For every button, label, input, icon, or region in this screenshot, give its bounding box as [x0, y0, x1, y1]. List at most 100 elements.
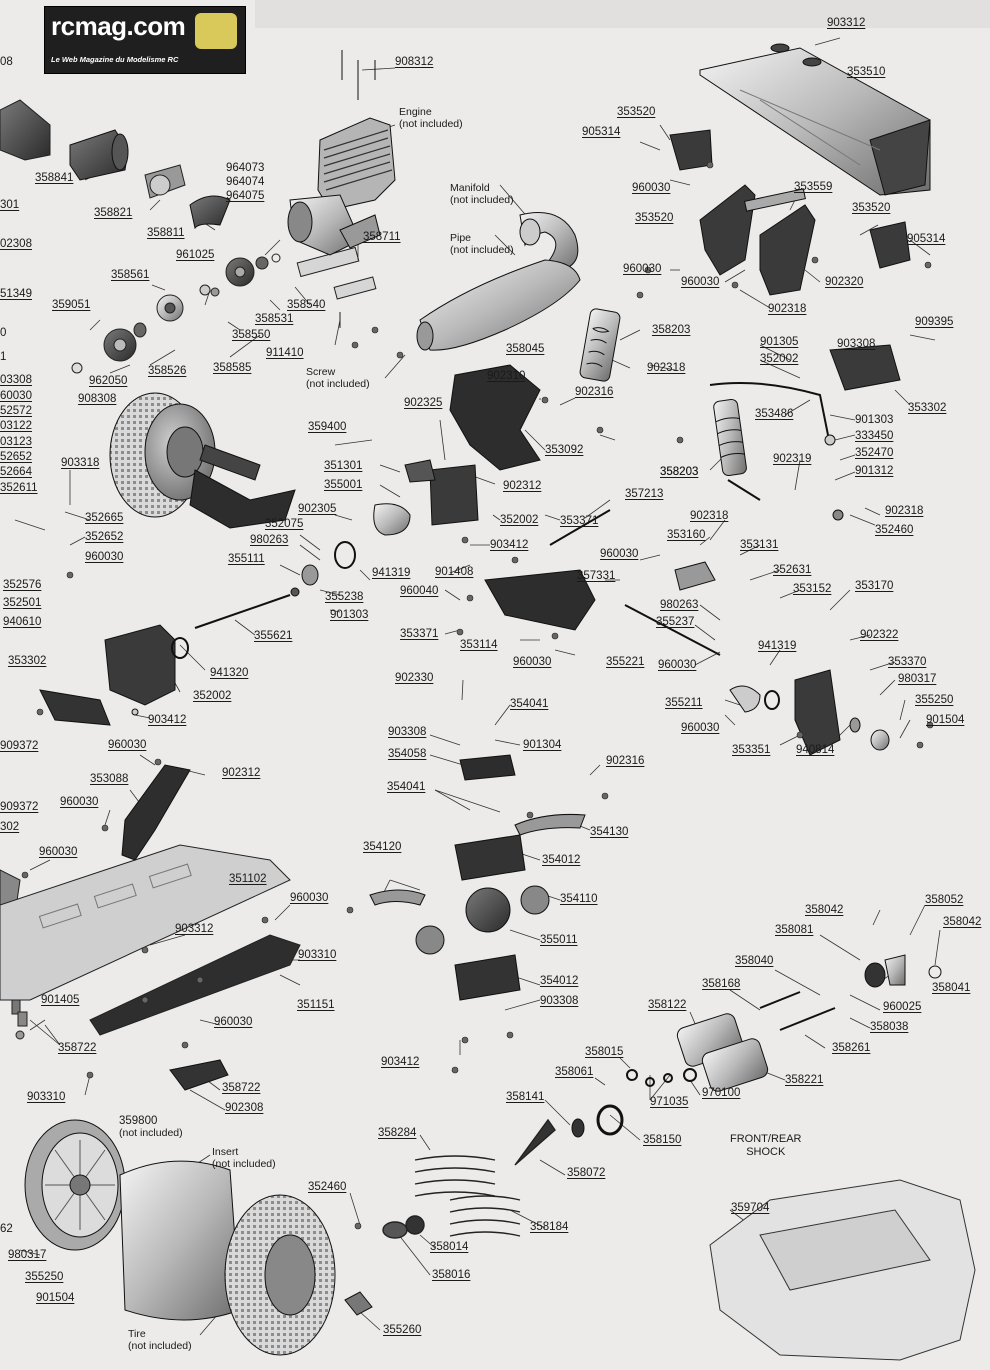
part-label: 903308 [540, 995, 579, 1007]
part-label: 352652 [85, 531, 124, 543]
edge-label: 355250 [25, 1271, 64, 1283]
springs [382, 1118, 556, 1239]
edge-label: 60030 [0, 390, 32, 402]
part-label: 357331 [577, 570, 616, 582]
part-label: 903312 [175, 923, 214, 935]
part-label: 352470 [855, 447, 894, 459]
part-label: 358203 [652, 324, 691, 336]
part-label: 351102 [229, 873, 267, 885]
edge-label: 51349 [0, 288, 32, 300]
part-label: 358284 [378, 1127, 417, 1139]
small-hardware [21, 161, 934, 1230]
part-label: 358045 [506, 343, 545, 355]
part-label: 358261 [832, 1042, 871, 1054]
part-label: 358081 [775, 924, 814, 936]
part-label: 960030 [39, 846, 78, 858]
part-label: 902316 [575, 386, 614, 398]
wheel-note: 359800(not included) [119, 1115, 183, 1139]
part-label: 901408 [435, 566, 474, 578]
part-label: 901305 [760, 336, 799, 348]
part-label: 970100 [702, 1087, 741, 1099]
part-label: 960030 [108, 739, 147, 751]
part-label: 960030 [214, 1016, 253, 1028]
logo-car-icon [195, 13, 237, 49]
rcmag-logo[interactable]: rcmag.com Le Web Magazine du Modelisme R… [44, 6, 246, 74]
part-label: 358038 [870, 1021, 909, 1033]
part-label: 960030 [658, 659, 697, 671]
part-label: 902318 [690, 510, 729, 522]
part-label: 353371 [400, 628, 439, 640]
part-label: 359051 [52, 299, 91, 311]
engine-illustration [287, 50, 396, 256]
chassis-plate [0, 844, 301, 1036]
edge-label: 03122 [0, 420, 32, 432]
part-label: 902319 [773, 453, 812, 465]
part-label: 902318 [885, 505, 924, 517]
part-label: 351151 [297, 999, 335, 1011]
rear-wheel-assembly [24, 1119, 373, 1356]
screw-note: Screw(not included) [306, 366, 370, 390]
part-label: 961025 [176, 249, 215, 261]
shock-parts-exploded [571, 954, 942, 1138]
part-label: 960030 [632, 182, 671, 194]
body-shell [709, 1179, 976, 1361]
part-label: 960030 [600, 548, 639, 560]
part-label: 355621 [254, 630, 293, 642]
part-label: 901304 [523, 739, 562, 751]
part-label: 905314 [582, 126, 621, 138]
logo-tagline: Le Web Magazine du Modelisme RC [51, 55, 179, 64]
part-label: 357213 [625, 488, 664, 500]
part-label: 358040 [735, 955, 774, 967]
part-label: 353170 [855, 580, 894, 592]
part-label: 960030 [85, 551, 124, 563]
part-label: 908308 [78, 393, 117, 405]
part-label: 355238 [325, 591, 364, 603]
part-label: 901303 [855, 414, 894, 426]
edge-label: 352576 [3, 579, 42, 591]
air-filter-parts [69, 129, 231, 230]
edge-label: 62 [0, 1223, 13, 1235]
part-label: 358722 [58, 1042, 97, 1054]
part-label: 355260 [383, 1324, 422, 1336]
part-label: 903310 [298, 949, 337, 961]
engine-note: Engine(not included) [399, 106, 463, 130]
edge-label: 1 [0, 351, 7, 363]
edge-label: 301 [0, 199, 20, 211]
part-label: 964073 [226, 162, 265, 174]
part-label: 358540 [287, 299, 326, 311]
part-label: 903310 [27, 1091, 66, 1103]
edge-label: 352611 [0, 482, 38, 494]
part-label: 902305 [298, 503, 337, 515]
part-label: 911410 [266, 347, 304, 359]
part-label: 903308 [837, 338, 876, 350]
part-label: 980263 [250, 534, 289, 546]
part-label: 908312 [395, 56, 434, 68]
part-label: 352002 [760, 353, 799, 365]
part-label: 964074 [226, 176, 265, 188]
part-label: 980263 [660, 599, 699, 611]
part-label: 352665 [85, 512, 124, 524]
part-label: 359400 [308, 421, 347, 433]
edge-label: 03308 [0, 374, 32, 386]
part-label: 358042 [805, 904, 844, 916]
part-label: 902312 [503, 480, 542, 492]
part-label: 941319 [758, 640, 797, 652]
part-label: 353088 [90, 773, 129, 785]
part-label: 903318 [61, 457, 100, 469]
part-label: 353370 [888, 656, 927, 668]
part-label: 902322 [860, 629, 899, 641]
part-label: 358711 [363, 231, 401, 243]
manifold-note: Manifold(not included) [450, 182, 514, 206]
edge-label: 940610 [3, 616, 42, 628]
part-label: 903412 [490, 539, 529, 551]
part-label: 358221 [785, 1074, 824, 1086]
part-label: 902310 [487, 370, 526, 382]
part-label: 903412 [381, 1056, 420, 1068]
edge-label: 02308 [0, 238, 32, 250]
part-label: 901504 [926, 714, 965, 726]
part-label: 358585 [213, 362, 252, 374]
part-label: 354058 [388, 748, 427, 760]
edge-label: 52664 [0, 466, 32, 478]
part-label: 960030 [290, 892, 329, 904]
